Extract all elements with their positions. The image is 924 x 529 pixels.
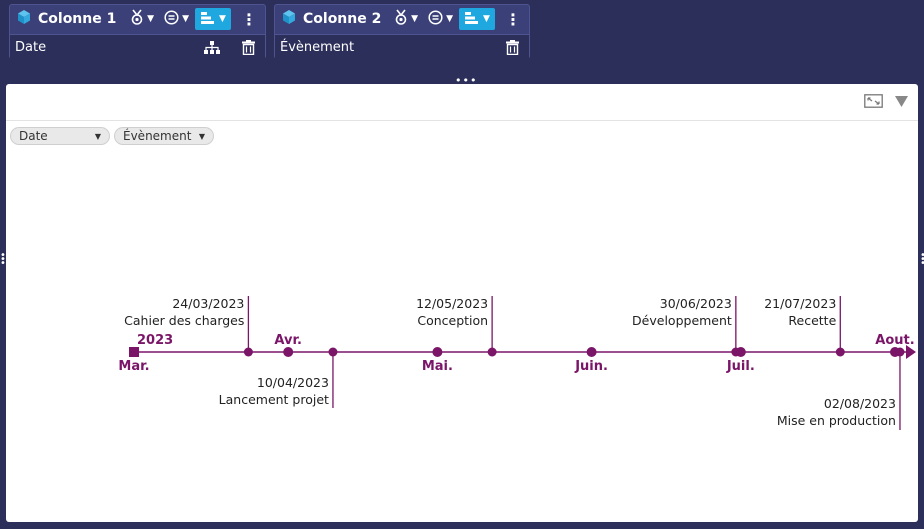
chevron-down-icon: ▼ [182,14,189,24]
medal-icon [130,9,144,29]
measure-dropdown[interactable]: ▼ [394,9,418,29]
left-resize-handle[interactable]: ••• [0,250,6,269]
month-marker [283,347,294,357]
column-card-2: Colonne 2 ▼ ▼ ▼ ⋮ Évènement [274,4,530,60]
column-field-label: Évènement [280,40,355,55]
event-marker [243,347,253,357]
chevron-down-icon: ▼ [411,14,419,24]
month-label: Aout. [875,333,914,348]
chevron-down-icon: ▼ [483,14,490,24]
chevron-down-icon: ▼ [94,131,101,141]
column-title: Colonne 1 [38,11,117,27]
column-field-row: Évènement [275,34,529,60]
kebab-icon[interactable]: ⋮ [505,9,521,29]
chevron-down-icon: ▼ [147,14,155,24]
medal-icon [394,9,408,29]
column-field-label: Date [15,40,47,55]
equals-circle-icon [428,9,443,29]
month-marker [129,347,139,357]
aggregate-dropdown[interactable]: ▼ [164,9,189,29]
event-marker [731,347,741,357]
month-label: Mai. [422,359,453,374]
column-card-1: Colonne 1 ▼ ▼ ▼ ⋮ Date [9,4,266,60]
chevron-down-icon: ▼ [219,14,226,24]
event-date: 10/04/2023 [257,375,329,390]
filter-chip-event[interactable]: Évènement ▼ [114,127,214,145]
month-marker [432,347,443,357]
event-marker [328,347,338,357]
chevron-down-icon: ▼ [446,14,453,24]
event-marker [835,347,845,357]
event-date: 12/05/2023 [416,296,488,311]
event-name: Mise en production [777,413,896,428]
month-label: Avr. [274,333,302,348]
month-label: Juil. [726,359,755,374]
resize-handle[interactable]: ••• [455,74,478,87]
measure-dropdown[interactable]: ▼ [130,9,154,29]
timeline-arrow [906,345,916,359]
chevron-down-icon: ▼ [198,131,205,141]
panel-divider [6,120,918,121]
cube-icon [281,9,297,29]
event-date: 30/06/2023 [660,296,732,311]
cube-icon [16,9,32,29]
event-marker [487,347,497,357]
event-name: Recette [788,313,836,328]
expand-icon[interactable] [864,93,883,112]
trash-icon[interactable] [506,40,519,55]
right-resize-handle[interactable]: ••• [920,251,924,269]
panel-toolbar [864,93,908,112]
equals-circle-icon [164,9,179,29]
hierarchy-icon[interactable] [204,41,220,54]
event-date: 21/07/2023 [764,296,836,311]
aggregate-dropdown[interactable]: ▼ [428,9,453,29]
funnel-icon[interactable] [895,93,908,112]
trash-icon[interactable] [242,40,255,55]
event-marker [895,347,905,357]
bars-sort-icon [464,10,479,29]
sort-button[interactable]: ▼ [459,8,495,30]
sort-button[interactable]: ▼ [195,8,231,30]
bars-sort-icon [200,10,215,29]
event-date: 24/03/2023 [172,296,244,311]
event-date: 02/08/2023 [824,396,896,411]
event-name: Développement [632,313,732,328]
month-label: Juin. [574,359,608,374]
column-field-row: Date [10,34,265,60]
filter-chip-label: Date [19,129,48,143]
column-card-header: Colonne 2 ▼ ▼ ▼ ⋮ [275,5,529,33]
filter-chip-label: Évènement [123,129,192,143]
event-name: Cahier des charges [124,313,244,328]
column-card-header: Colonne 1 ▼ ▼ ▼ ⋮ [10,5,265,33]
year-label: 2023 [137,333,173,348]
filter-chip-date[interactable]: Date ▼ [10,127,110,145]
event-name: Conception [417,313,488,328]
column-title: Colonne 2 [303,11,382,27]
kebab-icon[interactable]: ⋮ [241,9,257,29]
column-config-bar: Colonne 1 ▼ ▼ ▼ ⋮ Date [0,0,924,74]
month-marker [586,347,597,357]
month-label: Mar. [118,359,149,374]
event-name: Lancement projet [219,392,329,407]
